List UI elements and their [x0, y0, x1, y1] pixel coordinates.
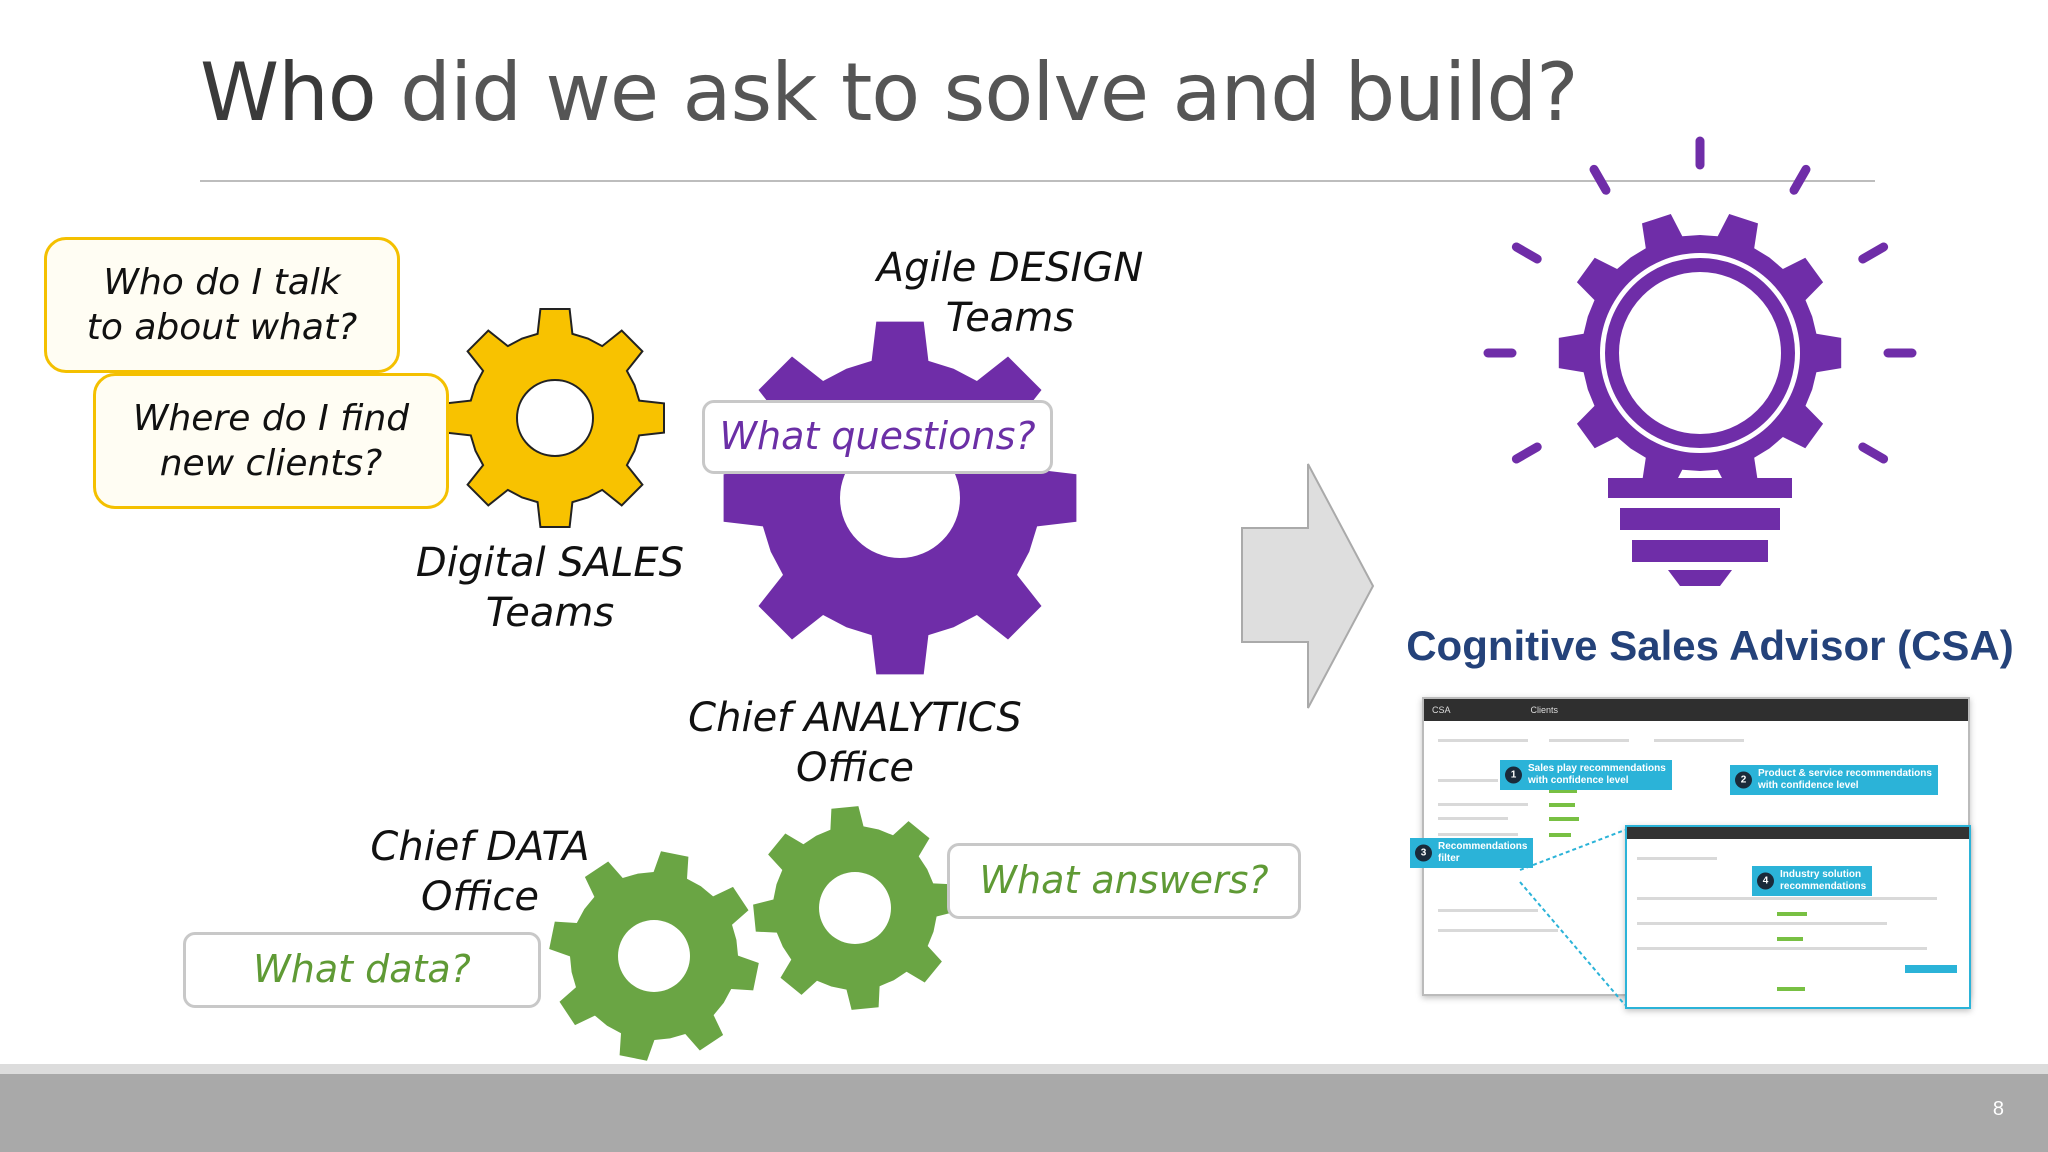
bulb-ray-2 — [1589, 164, 1611, 195]
callout-1-line2: with confidence level — [1528, 775, 1629, 786]
bubble-what-answers-text: What answers? — [979, 858, 1269, 903]
bulb-gear-hole — [1600, 253, 1800, 453]
bubble-who-talk-line2: to about what? — [86, 307, 358, 348]
callout-4-line1: Industry solution — [1780, 869, 1862, 880]
callout-2-line2: with confidence level — [1758, 780, 1859, 791]
csa-screenshot-detail — [1625, 825, 1971, 1009]
green-gear-large-hole — [618, 920, 690, 992]
slide-title: Who did we ask to solve and build? — [200, 46, 1579, 139]
bulb-inner-ring — [1605, 258, 1795, 448]
green-gear-small — [753, 806, 957, 1010]
title-divider — [200, 180, 1875, 182]
bulb-ray-8 — [1511, 442, 1542, 464]
label-digital-sales: Digital SALES Teams — [400, 538, 700, 638]
callout-1-line1: Sales play recommendations — [1528, 763, 1666, 774]
arrow-right-icon — [1241, 463, 1375, 709]
bulb-ray-3 — [1858, 242, 1889, 264]
callout-2-line1: Product & service recommendations — [1758, 768, 1932, 779]
screenshot-topbar: CSA Clients — [1424, 699, 1968, 721]
green-gear-small-hole — [819, 872, 891, 944]
yellow-gear-hole — [516, 379, 594, 457]
label-agile-design: Agile DESIGN Teams — [860, 243, 1160, 343]
label-digital-sales-line2: Teams — [485, 590, 615, 636]
callout-4: 4 Industry solution recommendations — [1752, 866, 1873, 896]
bulb-ray-4 — [1511, 242, 1542, 264]
bubble-what-answers: What answers? — [947, 843, 1301, 919]
callout-3-line2: filter — [1438, 853, 1460, 864]
bubble-who-talk-line1: Who do I talk — [103, 262, 341, 303]
label-agile-design-line1: Agile DESIGN — [876, 245, 1144, 291]
label-agile-design-line2: Teams — [945, 295, 1075, 341]
bulb-base-3 — [1668, 570, 1732, 586]
bubble-what-questions-text: What questions? — [719, 414, 1036, 459]
footer-bar — [0, 1074, 2048, 1152]
label-chief-data-line2: Office — [420, 874, 540, 920]
bubble-what-data-text: What data? — [253, 947, 471, 992]
footer-divider — [0, 1064, 2048, 1074]
yellow-gear — [445, 308, 665, 528]
page-number: 8 — [1992, 1098, 2004, 1120]
callout-4-line2: recommendations — [1780, 881, 1867, 892]
label-chief-data: Chief DATA Office — [340, 822, 620, 922]
title-strong: Who — [200, 46, 377, 139]
lightbulb-gear-icon — [1483, 136, 1917, 586]
bulb-base-1 — [1620, 508, 1780, 530]
csa-title: Cognitive Sales Advisor (CSA) — [1406, 622, 2014, 669]
callout-1-number: 1 — [1505, 766, 1522, 784]
callout-3-number: 3 — [1415, 844, 1432, 862]
bubble-what-data: What data? — [183, 932, 541, 1008]
callout-leader-lines — [1519, 829, 1626, 1006]
bubble-what-questions: What questions? — [702, 400, 1053, 474]
label-digital-sales-line1: Digital SALES — [415, 540, 685, 586]
callout-2-number: 2 — [1735, 771, 1752, 789]
callout-4-number: 4 — [1757, 872, 1774, 890]
bulb-ray-7 — [1858, 442, 1889, 464]
purple-gear — [723, 321, 1077, 675]
bubble-where-find-line2: new clients? — [159, 443, 383, 484]
bubble-where-find-line1: Where do I find — [132, 398, 410, 439]
label-chief-analytics: Chief ANALYTICS Office — [670, 693, 1040, 793]
label-chief-analytics-line2: Office — [795, 745, 915, 791]
callout-3: 3 Recommendations filter — [1410, 838, 1534, 868]
label-chief-analytics-line1: Chief ANALYTICS — [688, 695, 1022, 741]
bulb-ray-1 — [1789, 164, 1811, 195]
bulb-base-2 — [1632, 540, 1768, 562]
bulb-base-0 — [1608, 478, 1792, 498]
label-chief-data-line1: Chief DATA — [370, 824, 590, 870]
callout-3-line1: Recommendations — [1438, 841, 1528, 852]
screenshot-tab: Clients — [1530, 705, 1559, 715]
callout-2: 2 Product & service recommendations with… — [1730, 765, 1938, 795]
title-rest: did we ask to solve and build? — [375, 46, 1578, 139]
screenshot-app-name: CSA — [1432, 705, 1451, 715]
callout-1: 1 Sales play recommendations with confid… — [1500, 760, 1672, 790]
